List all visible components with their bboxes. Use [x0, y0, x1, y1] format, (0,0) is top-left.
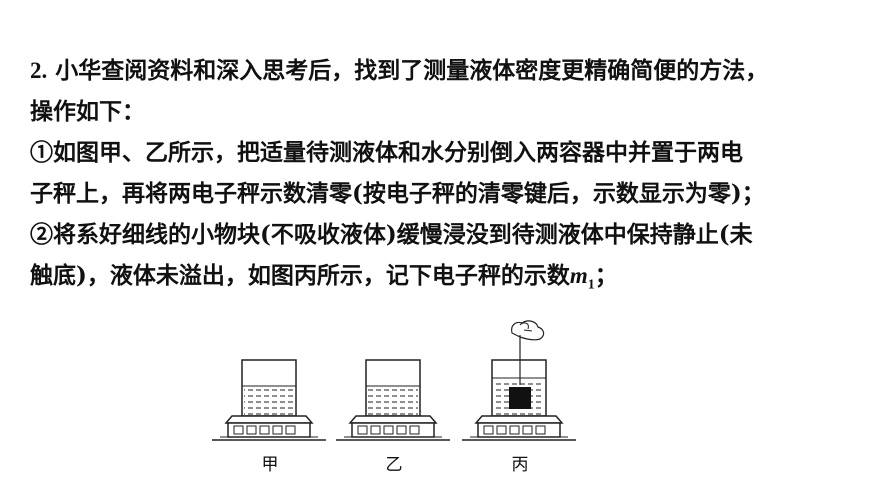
question-text: 2. 小华查阅资料和深入思考后，找到了测量液体密度更精确简便的方法， 操作如下：… [30, 50, 850, 306]
scale-bing [462, 320, 576, 441]
figure-drawing [212, 320, 576, 441]
container-yi [365, 359, 421, 417]
question-line-4: 子秤上，再将两电子秤示数清零(按电子秤的清零键后，示数显示为零)； [30, 180, 765, 207]
label-jia: 甲 [261, 455, 279, 475]
variable-m1: m1 [569, 263, 595, 293]
label-bing: 丙 [511, 455, 529, 475]
hand-icon [511, 320, 545, 341]
question-line-5: ②将系好细线的小物块(不吸收液体)缓慢浸没到待测液体中保持静止(未 [30, 221, 753, 248]
container-jia [241, 359, 297, 417]
scale-jia [212, 359, 326, 441]
question-line-6: 触底)，液体未溢出，如图丙所示，记下电子秤的示数m1； [30, 262, 618, 293]
question-line-3: ①如图甲、乙所示，把适量待测液体和水分别倒入两容器中并置于两电 [30, 139, 743, 166]
question-number: 2. [30, 58, 48, 83]
question-line-2: 操作如下： [30, 98, 145, 125]
scale-yi [336, 359, 450, 441]
block [509, 387, 531, 409]
question-line-1: 2. 小华查阅资料和深入思考后，找到了测量液体密度更精确简便的方法， [30, 57, 769, 84]
label-yi: 乙 [385, 455, 403, 475]
experiment-figure: 甲 乙 丙 [0, 315, 870, 489]
